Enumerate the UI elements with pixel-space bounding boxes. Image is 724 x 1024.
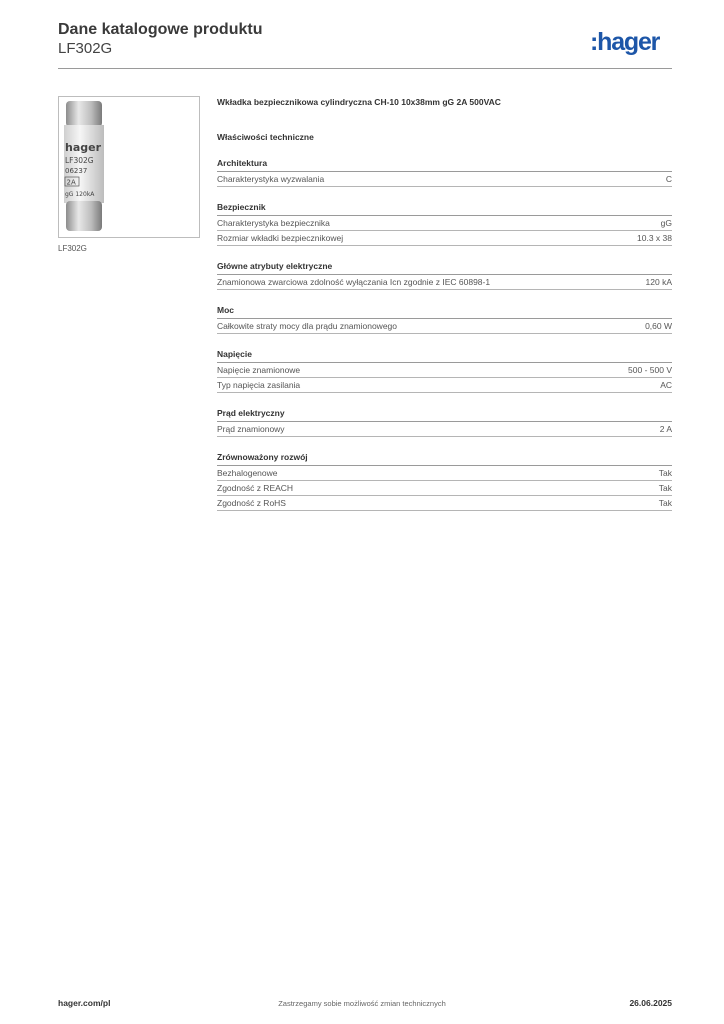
property-value: 120 kA <box>645 277 672 287</box>
property-label: Typ napięcia zasilania <box>217 380 301 390</box>
property-value: AC <box>660 380 672 390</box>
fuse-label-text: hager LF302G 06237 2A gG 120kA <box>64 141 102 198</box>
fuse-cartridge-image: hager LF302G 06237 2A gG 120kA <box>64 101 104 231</box>
product-details: Wkładka bezpiecznikowa cylindryczna CH-1… <box>217 96 672 511</box>
property-label: Rozmiar wkładki bezpiecznikowej <box>217 233 344 243</box>
property-label: Znamionowa zwarciowa zdolność wyłączania… <box>217 277 491 287</box>
property-row: Znamionowa zwarciowa zdolność wyłączania… <box>217 275 672 290</box>
group-title: Główne atrybuty elektryczne <box>217 261 672 275</box>
logo-text: :hager <box>590 28 661 56</box>
property-label: Napięcie znamionowe <box>217 365 301 375</box>
property-row: Całkowite straty mocy dla prądu znamiono… <box>217 319 672 334</box>
footer-date: 26.06.2025 <box>629 998 672 1008</box>
page-title: Dane katalogowe produktu <box>58 21 263 38</box>
property-row: Rozmiar wkładki bezpiecznikowej 10.3 x 38 <box>217 231 672 246</box>
product-code: LF302G <box>58 40 113 57</box>
section-title: Właściwości techniczne <box>217 132 314 142</box>
property-value: gG <box>660 218 672 228</box>
property-value: Tak <box>658 483 672 493</box>
fuse-marking: gG 120kA <box>65 191 95 198</box>
product-title: Wkładka bezpiecznikowa cylindryczna CH-1… <box>217 97 501 107</box>
property-row: Napięcie znamionowe 500 - 500 V <box>217 363 672 378</box>
property-label: Charakterystyka bezpiecznika <box>217 218 330 228</box>
property-row: Prąd znamionowy 2 A <box>217 422 672 437</box>
fuse-ean: 06237 <box>65 167 87 175</box>
header-divider <box>58 68 672 69</box>
group-title: Moc <box>217 305 672 319</box>
property-label: Prąd znamionowy <box>217 424 285 434</box>
fuse-brand: hager <box>65 141 102 154</box>
property-value: 0,60 W <box>645 321 672 331</box>
product-image: hager LF302G 06237 2A gG 120kA <box>58 96 200 238</box>
property-label: Całkowite straty mocy dla prądu znamiono… <box>217 321 398 331</box>
fuse-top-cap <box>66 101 102 127</box>
property-label: Zgodność z REACH <box>217 483 294 493</box>
property-value: 10.3 x 38 <box>637 233 672 243</box>
property-value: Tak <box>658 468 672 478</box>
property-label: Zgodność z RoHS <box>217 498 286 508</box>
fuse-bottom-cap <box>66 201 102 231</box>
group-title: Napięcie <box>217 349 672 363</box>
group-title: Bezpiecznik <box>217 202 672 216</box>
property-row: Zgodność z RoHS Tak <box>217 496 672 511</box>
property-label: Charakterystyka wyzwalania <box>217 174 325 184</box>
group-title: Prąd elektryczny <box>217 408 672 422</box>
fuse-rating-box <box>64 176 80 187</box>
property-row: Bezhalogenowe Tak <box>217 466 672 481</box>
property-value: Tak <box>658 498 672 508</box>
property-label: Bezhalogenowe <box>217 468 278 478</box>
group-title: Zrównoważony rozwój <box>217 452 672 466</box>
hager-logo: :hager <box>590 28 662 56</box>
footer-website: hager.com/pl <box>58 998 111 1008</box>
fuse-rating: 2A <box>67 179 76 187</box>
footer-notice: Zastrzegamy sobie możliwość zmian techni… <box>278 999 446 1008</box>
property-row: Charakterystyka bezpiecznika gG <box>217 216 672 231</box>
property-value: C <box>665 174 672 184</box>
property-row: Typ napięcia zasilania AC <box>217 378 672 393</box>
fuse-body <box>64 125 104 203</box>
property-row: Zgodność z REACH Tak <box>217 481 672 496</box>
image-caption: LF302G <box>58 244 87 253</box>
property-value: 2 A <box>659 424 672 434</box>
group-title: Architektura <box>217 158 672 172</box>
property-row: Charakterystyka wyzwalania C <box>217 172 672 187</box>
fuse-code: LF302G <box>65 156 94 165</box>
property-value: 500 - 500 V <box>628 365 672 375</box>
